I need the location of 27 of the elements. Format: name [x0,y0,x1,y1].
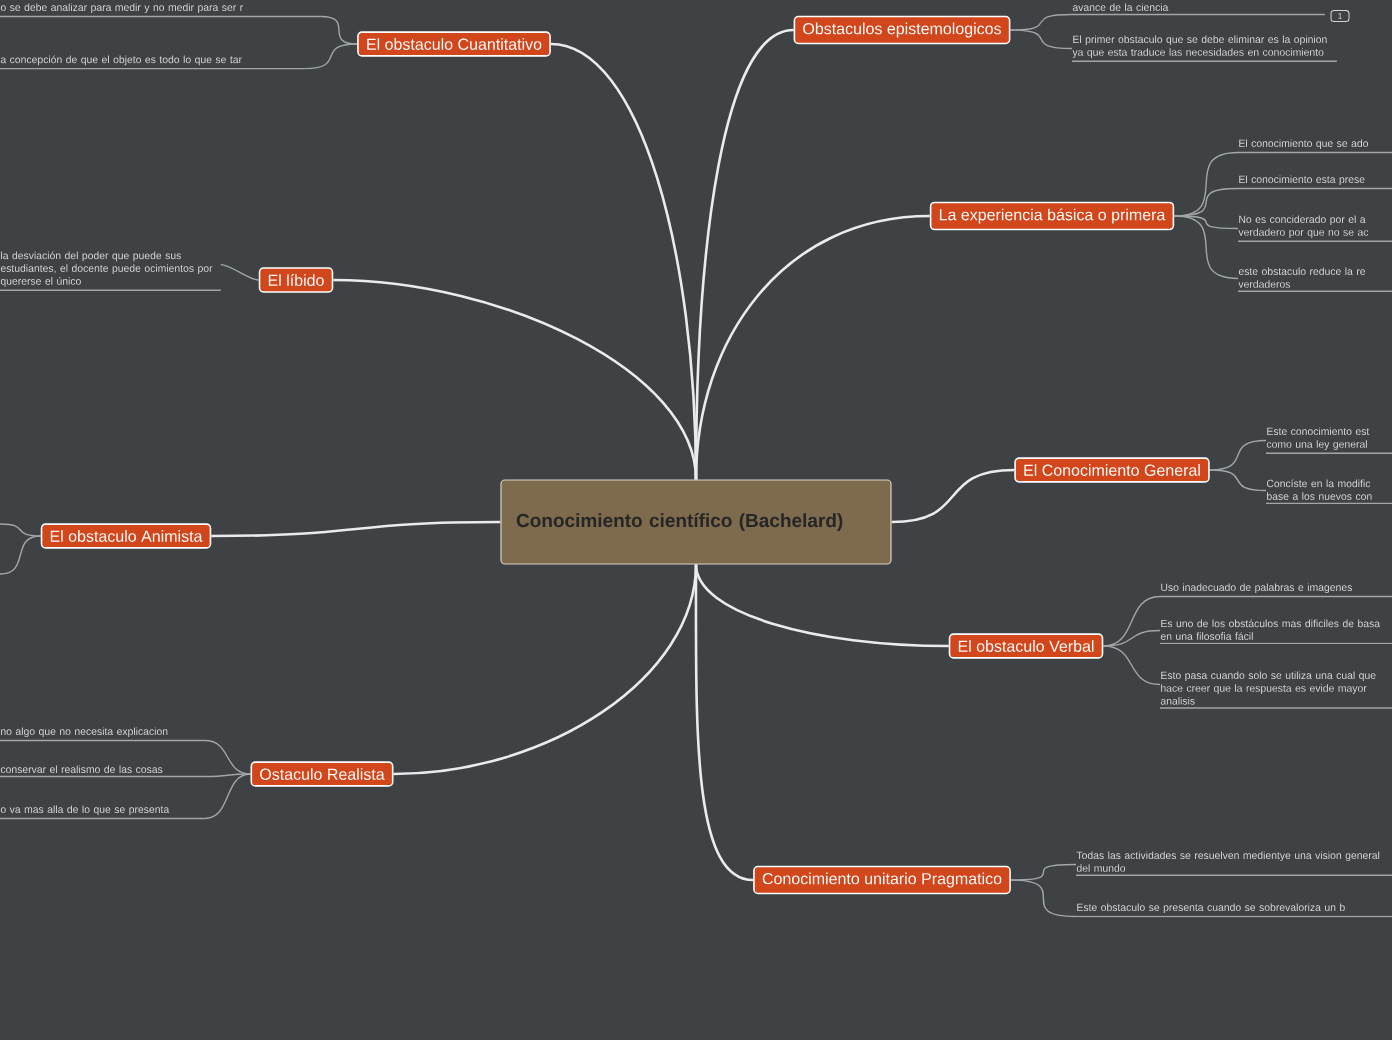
central-topic-box: Conocimiento científico (Bachelard) [500,479,892,565]
connector-line [204,773,252,820]
connector-line [1102,629,1161,647]
topic-box: El obstaculo Animista [40,523,212,549]
topic-box: Conocimiento unitario Pragmatico [753,865,1011,895]
branch-line [211,520,501,538]
connector-line [0,523,42,537]
topic-box: El obstaculo Cuantitativo [357,31,551,57]
topic-box: Obstaculos epistemologicos [793,15,1011,45]
connector-line [1102,645,1161,686]
connector-line [304,43,358,70]
connector-line [1209,469,1267,492]
connector-line [220,263,260,281]
branch-line [333,278,698,480]
connector-line [1009,29,1073,50]
topic-box: El Conocimiento General [1014,457,1210,483]
connector-line [0,535,42,575]
connector-line [1010,879,1077,918]
topic-box: Ostaculo Realista [250,761,394,787]
topic-box: El líbido [258,267,334,293]
topic-box: El obstaculo Verbal [948,633,1104,659]
branch-line [393,564,698,776]
topic-box: La experiencia básica o primera [929,201,1175,231]
connector-line [204,773,252,778]
connector-line [1173,215,1239,280]
branch-line [891,468,1015,524]
branch-line [694,564,949,648]
